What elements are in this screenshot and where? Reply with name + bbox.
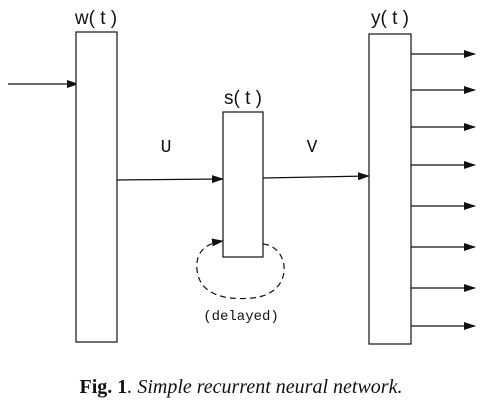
layer-s-label: s( t ): [224, 88, 262, 109]
layer-s-box: [222, 111, 264, 258]
output-arrows: [411, 50, 476, 330]
caption-lead: Fig. 1: [79, 376, 128, 398]
self-loop-path: [196, 238, 285, 300]
edge-u-arrow: [116, 175, 224, 184]
edge-u-label: U: [161, 138, 172, 158]
layer-y-label: y( t ): [371, 8, 409, 29]
caption-body: . Simple recurrent neural network.: [127, 376, 403, 398]
figure-caption: Fig. 1. Simple recurrent neural network.: [0, 376, 482, 399]
self-loop-label: (delayed): [203, 309, 279, 325]
layer-y-box: [368, 33, 412, 345]
layer-w-label: w( t ): [74, 8, 117, 29]
edge-v-arrow: [262, 172, 370, 181]
layer-w-box: [75, 31, 118, 343]
edge-v-label: V: [307, 138, 318, 158]
